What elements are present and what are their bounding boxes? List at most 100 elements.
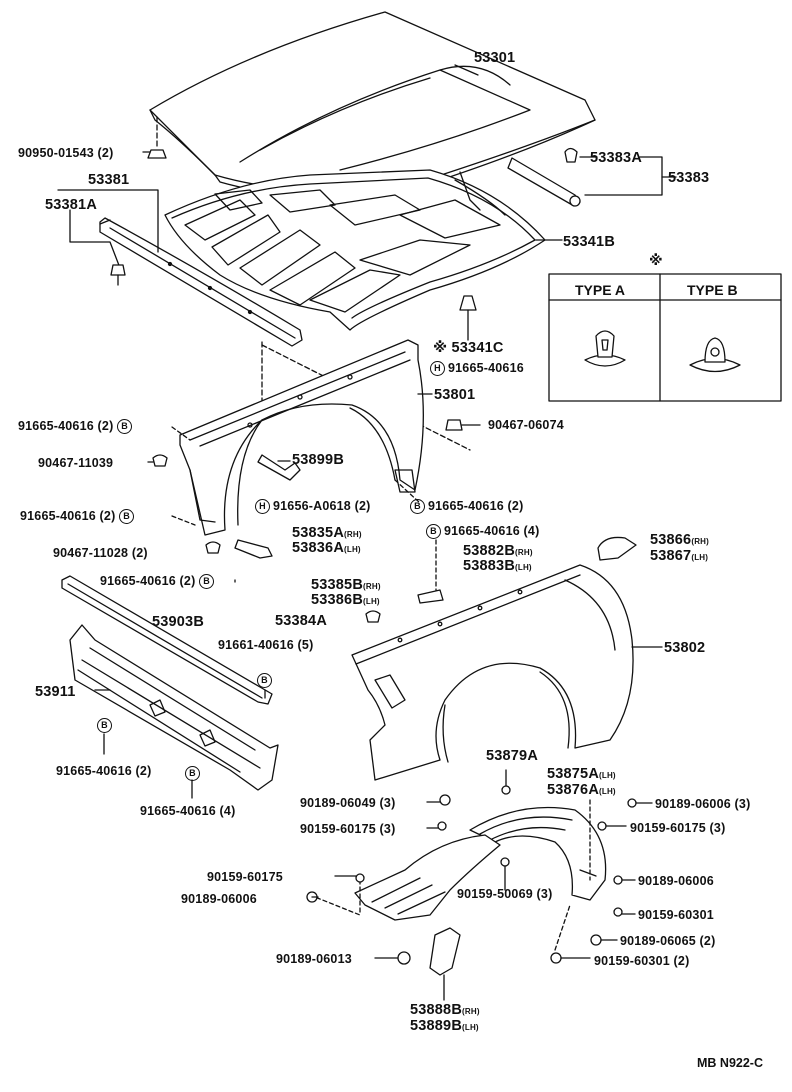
badge-b: B [119,509,135,525]
part-label: 53341B [563,234,615,250]
part-label: 53836A(LH) [292,540,361,556]
part-label: 53888B(RH) [410,1002,480,1018]
part-label: 90159-60175 (3) [630,821,726,835]
part-label: 90189-06006 [181,892,257,906]
part-label: 53383A [590,150,642,166]
part-label: B [257,673,275,689]
part-label: 53802 [664,640,706,656]
clip-53381a [110,264,126,286]
part-label: 53875A(LH) [547,766,616,782]
part-label: 53385B(RH) [311,577,381,593]
fender-liner-53875a [469,806,607,901]
fender-extension-53866 [597,536,637,561]
part-label: 53383 [668,170,710,186]
hood-panel [149,11,596,197]
part-label: 53384A [275,613,327,629]
part-label: 53879A [486,748,538,764]
legend-type-a: TYPE A [575,282,626,298]
clip-53384a [365,610,381,623]
badge-b: B [185,766,200,782]
brace-53899b [257,454,301,481]
badge-b: B [117,419,133,435]
part-label: 53381A [45,197,97,213]
bracket-53835a [234,539,273,559]
badge-b: B [199,574,215,590]
leader-line [454,64,479,76]
hood-cushion-53341c [459,295,477,341]
part-label: 53889B(LH) [410,1018,479,1034]
clip-90467-06074 [445,419,481,431]
bracket-53888b [429,927,461,1001]
stay-clip-53383a [564,147,578,163]
part-label: B [97,718,115,734]
badge-h: H [430,361,445,377]
legend-type-b: TYPE B [687,282,738,298]
part-label: 91661-40616 (5) [218,638,314,652]
part-label: 53867(LH) [650,548,709,564]
clip-90950 [142,149,167,159]
part-label: 90189-06049 (3) [300,796,396,810]
part-label: 53882B(RH) [463,543,533,559]
front-fender-53802 [351,564,634,781]
clip-type-legend [548,273,782,402]
fender-liner-lower [354,834,501,921]
fender-apron [179,339,424,536]
bracket-53385b [417,539,444,604]
hood-stay-rod [507,157,581,207]
radiator-support-53911 [69,624,279,791]
part-label: 90189-06006 [638,874,714,888]
star-mark: ※ [433,340,448,356]
part-label: 90159-60301 [638,908,714,922]
hood-seal-strip [99,217,303,347]
part-label: 53876A(LH) [547,782,616,798]
badge-b: B [97,718,112,734]
part-label: 53381 [88,172,130,188]
hood-inner-panel [164,169,546,331]
part-label: 91665-40616 (2) [56,764,152,778]
part-label: 90467-11028 (2) [53,546,148,560]
dashed-guide [171,515,196,526]
part-label: 90950-01543 (2) [18,146,114,160]
dashed-guide [554,904,571,951]
badge-h: H [255,499,270,515]
part-label: 90159-60175 (3) [300,822,396,836]
part-label: 53866(RH) [650,532,710,548]
part-label: 91665-40616 (2) B [100,574,217,590]
part-label: 90159-50069 (3) [457,887,553,901]
front-rail-53903b [61,575,273,705]
leader-line [99,219,111,225]
part-label: 53911 [35,684,76,700]
part-label: 90467-11039 [38,456,114,470]
drawing-code: MB N922-C [697,1056,763,1070]
badge-b: B [410,499,425,515]
part-label: ※ 53341C [433,340,504,356]
part-label: 91665-40616 (2) B [18,419,135,435]
part-label: 91665-40616 (2) B [20,509,137,525]
legend-star-mark: ※ [649,252,663,268]
dashed-guide [394,479,421,504]
part-label: 53801 [434,387,476,403]
dashed-guide [309,894,361,916]
badge-b: B [257,673,272,689]
clip-90467-11039 [147,454,168,467]
leader-line [57,189,159,253]
part-label: 53899B [292,452,344,468]
leader-line [69,209,121,269]
part-label: 90467-06074 [488,418,564,432]
part-label: 53386B(LH) [311,592,380,608]
part-label: 90159-60175 [207,870,283,884]
part-label: 90159-60301 (2) [594,954,690,968]
badge-b: B [426,524,441,540]
part-label: B [185,766,203,782]
clip-90467-11028 [205,541,221,554]
part-label: 53301 [474,50,516,66]
dashed-guide [171,426,191,441]
part-label: 91665-40616 (4) [140,804,236,818]
part-label: 90189-06065 (2) [620,934,716,948]
